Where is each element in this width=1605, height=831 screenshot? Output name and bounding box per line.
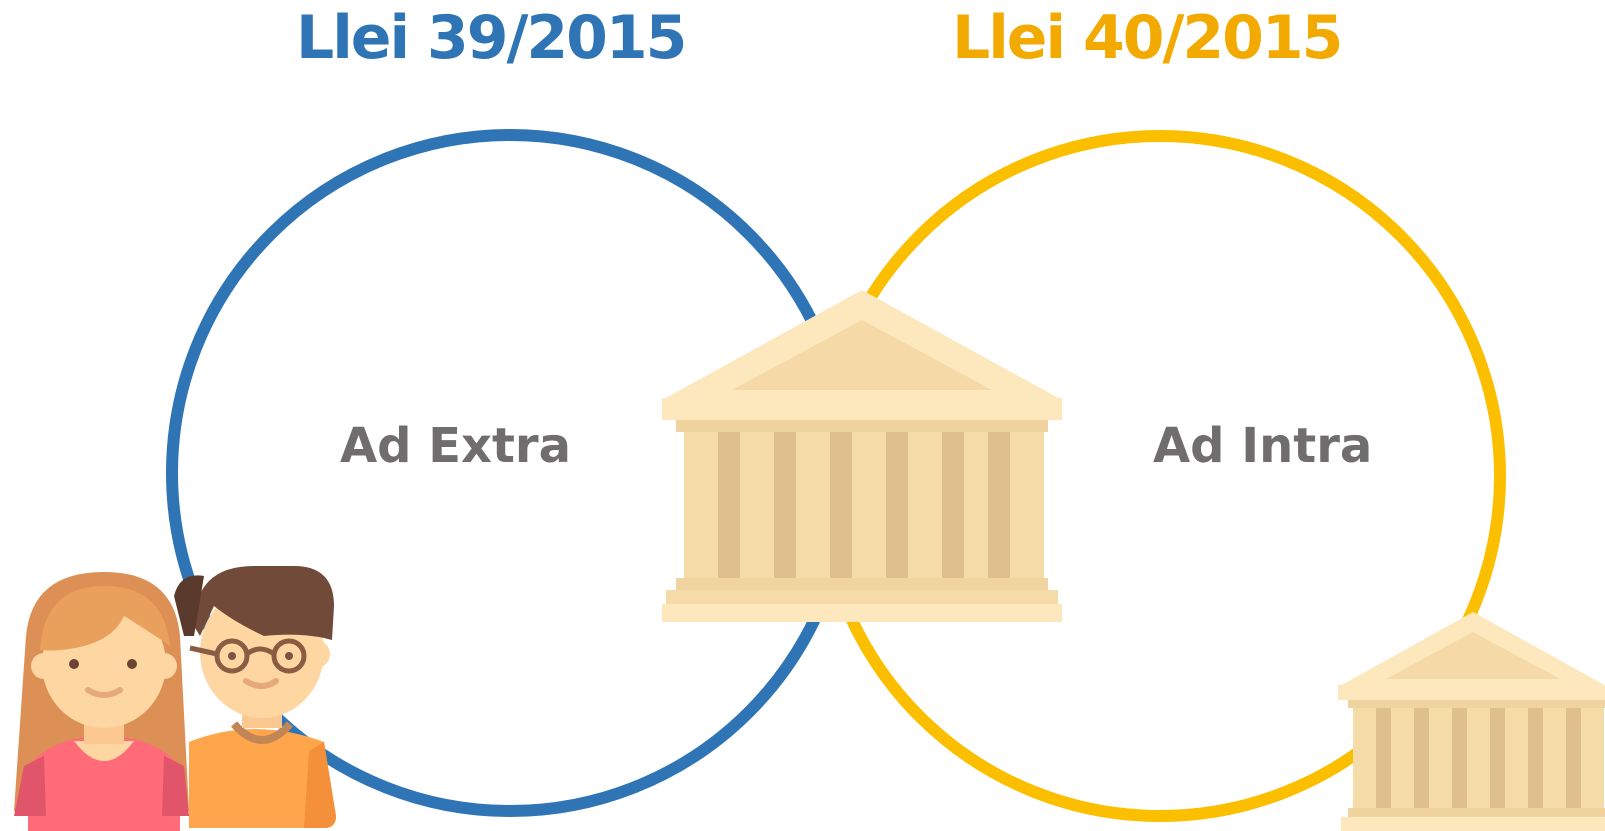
title-llei-39: Llei 39/2015 [296, 3, 687, 73]
title-llei-40: Llei 40/2015 [952, 3, 1343, 73]
citizens-icon [14, 566, 336, 831]
label-ad-intra: Ad Intra [1153, 418, 1373, 474]
government-building-icon [662, 290, 1062, 622]
label-ad-extra: Ad Extra [340, 418, 571, 474]
government-building-icon [1338, 612, 1605, 831]
